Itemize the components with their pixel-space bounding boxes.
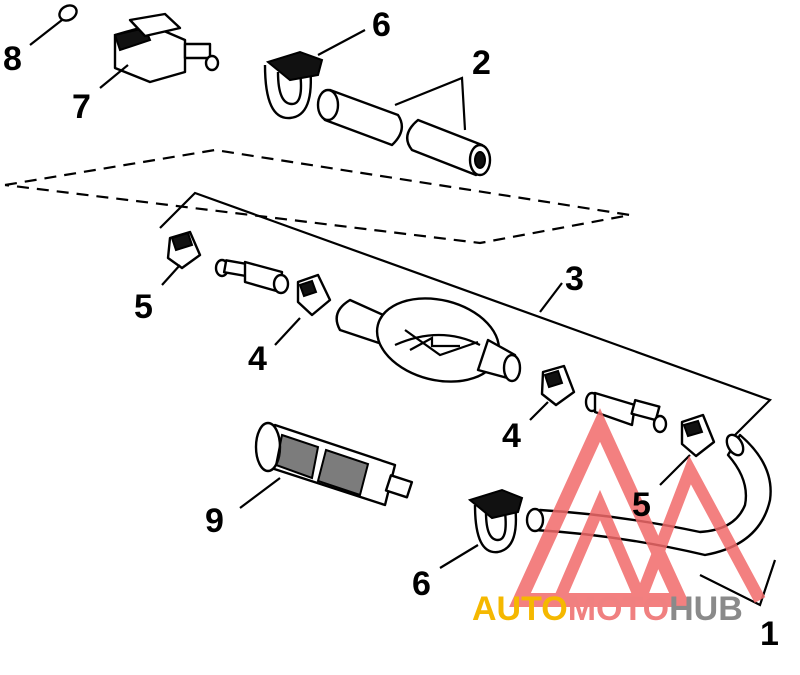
- o-ring-part: [58, 4, 78, 22]
- dashed-group-outline: [4, 148, 631, 245]
- callout-5b: 5: [632, 486, 651, 524]
- fuel-filter-part: [254, 421, 414, 507]
- callout-4a: 4: [248, 340, 267, 378]
- watermark-text: AUTOMOTOHUB: [472, 590, 743, 628]
- leader-line-5b: [659, 454, 691, 486]
- callout-6a: 6: [372, 6, 391, 44]
- leader-line-2: [394, 76, 467, 131]
- assembly-bracket-line: [159, 191, 773, 441]
- fuel-connector-part: [113, 12, 220, 84]
- callout-5a: 5: [134, 288, 153, 326]
- leader-line-4b: [529, 401, 549, 421]
- leader-line-1: [699, 559, 777, 607]
- hose-piece-b-part: [406, 118, 492, 177]
- leader-line-9: [239, 477, 281, 509]
- primer-bulb-part: [335, 297, 522, 383]
- leader-line-7: [99, 64, 129, 89]
- leader-line-4a: [274, 317, 301, 346]
- clamp-ring-left-part: [166, 230, 202, 270]
- clamp-ring-4b-part: [540, 364, 576, 407]
- hose-clamp-top-part: [263, 50, 324, 120]
- leader-line-8: [29, 19, 63, 46]
- callout-1: 1: [760, 615, 779, 653]
- clamp-ring-right-part: [680, 413, 716, 458]
- callout-4b: 4: [502, 417, 521, 455]
- hose-piece-a-part: [316, 88, 404, 147]
- leader-line-6a: [317, 29, 366, 56]
- leader-line-5a: [161, 264, 181, 286]
- callout-8: 8: [3, 40, 22, 78]
- hose-fitting-left-part: [214, 258, 290, 295]
- callout-3: 3: [565, 260, 584, 298]
- clamp-ring-4a-part: [296, 273, 332, 317]
- watermark-logo: [509, 408, 766, 607]
- hose-fitting-right-part: [584, 391, 668, 434]
- callout-2: 2: [472, 44, 491, 82]
- callout-7: 7: [72, 88, 91, 126]
- hose-clamp-bottom-part: [467, 488, 524, 554]
- leader-line-3: [539, 282, 563, 313]
- callout-6b: 6: [412, 565, 431, 603]
- leader-line-6b: [439, 544, 479, 569]
- callout-9: 9: [205, 502, 224, 540]
